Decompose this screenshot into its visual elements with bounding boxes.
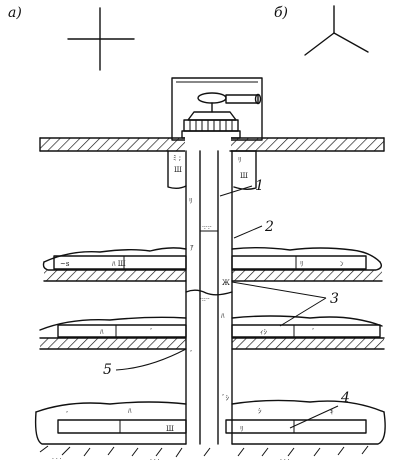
cross-symbol-a (67, 7, 135, 71)
stratum-level-2: ﾊ ﾞ ｨｼ ﾞ (39, 315, 385, 350)
svg-text:ﾘ: ﾘ (300, 260, 304, 268)
svg-text:ﾞｼ: ﾞｼ (222, 394, 229, 402)
svg-text:ﾞ: ﾞ (190, 350, 194, 358)
callout-1: 1 (219, 178, 264, 197)
svg-text:Ш: Ш (166, 425, 174, 433)
svg-text:Ж: Ж (222, 279, 230, 287)
svg-text:ﾊ: ﾊ (128, 407, 132, 415)
svg-text:ｷ: ｷ (330, 408, 334, 416)
svg-text:ﾊ: ﾊ (100, 328, 104, 336)
svg-text:ﾞ: ﾞ (312, 328, 316, 336)
callout-1-label: 1 (255, 178, 264, 194)
callout-5-label: 5 (103, 362, 112, 378)
svg-text:ﾝ: ﾝ (340, 260, 344, 268)
callout-2: 2 (233, 219, 274, 239)
svg-text:Ш: Ш (174, 166, 182, 174)
svg-text:Ш: Ш (240, 172, 248, 180)
subsoil-texture: · · · · · · · · · (39, 445, 369, 464)
svg-text:ﾐ ;: ﾐ ; (173, 154, 181, 162)
callout-4: 4 (289, 390, 350, 429)
svg-text:· · ·: · · · (280, 457, 290, 464)
well-shaft: ·:·:· ·::·· ﾘ ｱ Ж ﾊ ﾞ ﾞｼ (185, 150, 233, 445)
svg-text:ｱ: ｱ (190, 244, 194, 252)
variant-a-label: а) (8, 5, 22, 21)
surface-collar: ﾐ ; Ш ﾘ Ш (167, 150, 257, 190)
svg-text:~ꜱ: ~ꜱ (60, 260, 70, 268)
callout-5: 5 (103, 348, 187, 378)
stratum-level-1: ~ꜱ ﾊ Ш ﾘ ﾝ (42, 247, 383, 282)
pump-unit (181, 92, 262, 139)
svg-text:ﾘ: ﾘ (189, 197, 193, 205)
variant-b-label: б) (274, 5, 288, 21)
ground-surface-slab (39, 137, 385, 152)
callout-3: 3 (231, 281, 339, 327)
svg-text:· · ·: · · · (52, 456, 62, 463)
svg-text:ｨｼ: ｨｼ (260, 328, 268, 336)
svg-text:ﾊ Ш: ﾊ Ш (112, 260, 126, 268)
callout-4-label: 4 (340, 390, 350, 406)
callout-2-label: 2 (264, 219, 274, 235)
three-way-symbol-b (304, 5, 369, 56)
svg-text:· · ·: · · · (150, 457, 160, 464)
svg-text:ﾘ: ﾘ (240, 425, 244, 433)
svg-text:ﾘ: ﾘ (238, 156, 242, 164)
svg-text:ｼ: ｼ (258, 407, 262, 415)
callout-3-label: 3 (330, 291, 339, 307)
svg-text:·:·:·: ·:·:· (202, 224, 212, 231)
svg-text:ﾞ: ﾞ (66, 411, 70, 419)
svg-text:ﾞ: ﾞ (150, 328, 154, 336)
stratum-level-3: ﾞ ﾊ ｼ ｷ Ш ﾘ (34, 399, 386, 445)
svg-text:ﾊ: ﾊ (221, 312, 225, 320)
svg-text:·::··: ·::·· (200, 296, 210, 303)
